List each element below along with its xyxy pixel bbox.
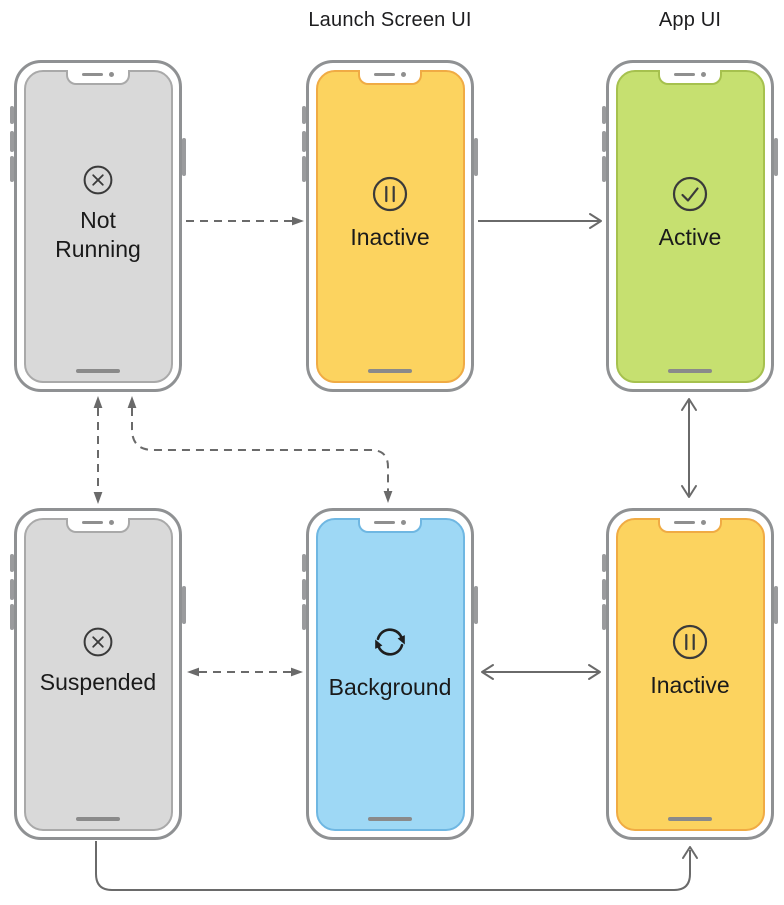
home-indicator — [76, 369, 120, 373]
phone-screen: Not Running — [23, 69, 173, 383]
state-label: Active — [658, 224, 722, 251]
camera-icon — [401, 520, 406, 525]
mute-switch — [602, 554, 606, 572]
power-button — [774, 586, 778, 624]
x-circle-icon — [83, 627, 113, 657]
notch — [358, 69, 422, 85]
phone-screen: Background — [315, 517, 465, 831]
notch — [658, 69, 722, 85]
home-indicator — [668, 817, 712, 821]
notch — [66, 517, 130, 533]
phone-active: Active — [602, 60, 778, 392]
phone-screen: Inactive — [615, 517, 765, 831]
volume-up-button — [10, 579, 14, 600]
camera-icon — [109, 72, 114, 77]
refresh-icon — [369, 622, 411, 662]
mute-switch — [302, 554, 306, 572]
arrow-suspended-to-inactive-loop — [95, 841, 698, 891]
power-button — [774, 138, 778, 176]
speaker-icon — [82, 521, 103, 524]
phone-inactive-app: Inactive — [602, 508, 778, 840]
mute-switch — [602, 106, 606, 124]
phone-screen: Inactive — [315, 69, 465, 383]
phone-not-running: Not Running — [10, 60, 186, 392]
pause-circle-icon — [372, 176, 408, 212]
arrow-not-running-background-elbow — [127, 396, 393, 503]
speaker-icon — [374, 521, 395, 524]
mute-switch — [302, 106, 306, 124]
notch — [66, 69, 130, 85]
volume-up-button — [602, 131, 606, 152]
state-content: Suspended — [32, 526, 164, 822]
state-label: Suspended — [39, 669, 157, 696]
home-indicator — [368, 369, 412, 373]
state-content: Background — [324, 526, 456, 822]
x-circle-icon — [83, 165, 113, 195]
state-label: Inactive — [350, 224, 430, 251]
volume-up-button — [10, 131, 14, 152]
power-button — [474, 586, 478, 624]
check-circle-icon — [672, 176, 708, 212]
phone-background: Background — [302, 508, 478, 840]
phone-screen: Suspended — [23, 517, 173, 831]
arrow-background-inactive — [481, 664, 601, 680]
column-header-app-ui: App UI — [658, 9, 722, 31]
speaker-icon — [674, 521, 695, 524]
power-button — [182, 586, 186, 624]
arrow-inactive-to-active — [478, 213, 602, 229]
state-content: Inactive — [324, 78, 456, 374]
power-button — [474, 138, 478, 176]
state-content: Not Running — [32, 78, 164, 374]
mute-switch — [10, 106, 14, 124]
speaker-icon — [82, 73, 103, 76]
volume-down-button — [302, 604, 306, 630]
column-header-launch-screen-ui: Launch Screen UI — [308, 9, 472, 31]
state-label: Inactive — [650, 672, 730, 699]
volume-down-button — [602, 156, 606, 182]
volume-up-button — [602, 579, 606, 600]
camera-icon — [701, 72, 706, 77]
camera-icon — [701, 520, 706, 525]
state-content: Active — [624, 78, 756, 374]
volume-down-button — [302, 156, 306, 182]
notch — [658, 517, 722, 533]
home-indicator — [368, 817, 412, 821]
phone-suspended: Suspended — [10, 508, 186, 840]
home-indicator — [76, 817, 120, 821]
power-button — [182, 138, 186, 176]
volume-up-button — [302, 579, 306, 600]
phone-inactive-launch: Inactive — [302, 60, 478, 392]
home-indicator — [668, 369, 712, 373]
arrow-not-running-suspended-vertical — [93, 396, 103, 504]
speaker-icon — [674, 73, 695, 76]
camera-icon — [401, 72, 406, 77]
volume-down-button — [10, 156, 14, 182]
volume-down-button — [602, 604, 606, 630]
volume-down-button — [10, 604, 14, 630]
arrow-active-inactive-vertical — [681, 398, 697, 498]
pause-circle-icon — [672, 624, 708, 660]
state-label: Background — [328, 674, 452, 701]
camera-icon — [109, 520, 114, 525]
mute-switch — [10, 554, 14, 572]
state-content: Inactive — [624, 526, 756, 822]
arrow-suspended-background — [187, 667, 303, 677]
speaker-icon — [374, 73, 395, 76]
arrow-not-running-to-inactive — [186, 216, 304, 226]
notch — [358, 517, 422, 533]
state-label: Not Running — [55, 206, 141, 262]
volume-up-button — [302, 131, 306, 152]
phone-screen: Active — [615, 69, 765, 383]
